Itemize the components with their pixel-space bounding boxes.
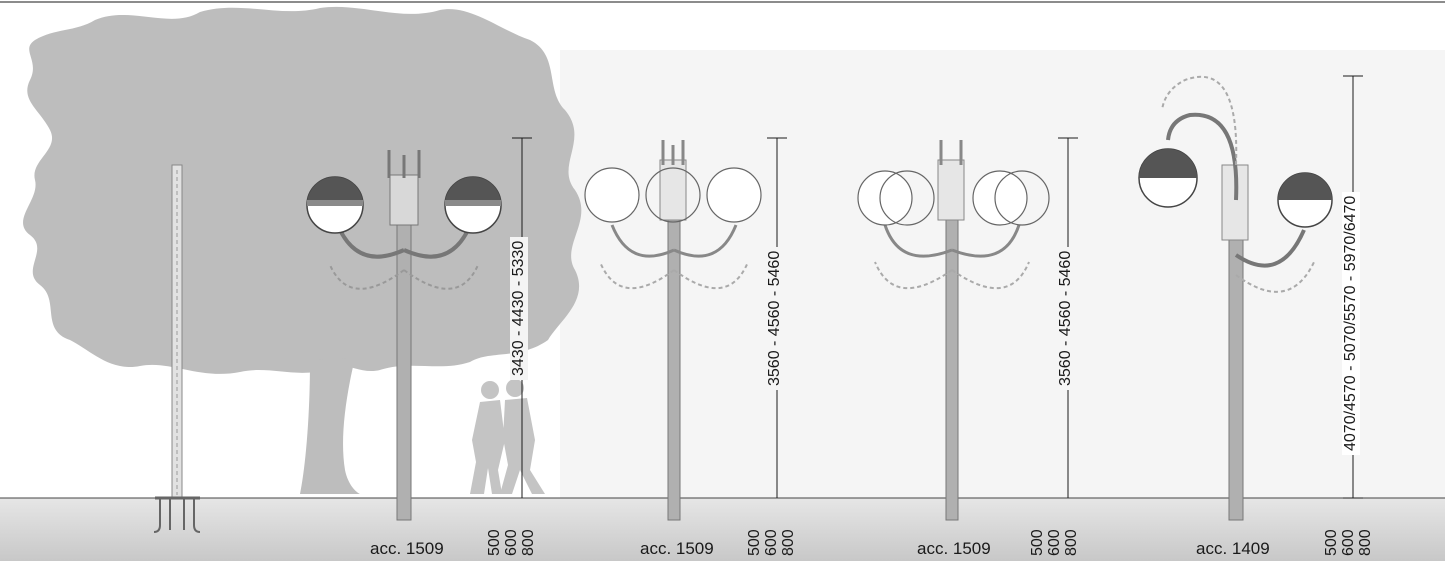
accessory-label-4: acc. 1409 (1196, 539, 1270, 558)
anchor-pole (153, 164, 201, 533)
background-panel (560, 50, 1445, 500)
depth-label-2-a: 500 (746, 529, 763, 556)
depth-label-4-a: 500 (1323, 529, 1340, 556)
tree-silhouette (23, 6, 582, 494)
depth-label-4-b: 600 (1340, 529, 1357, 556)
height-label-4: 4070/4570 - 5070/5570 - 5970/6470 (1342, 191, 1360, 455)
depth-label-4-c: 800 (1357, 529, 1374, 556)
accessory-label-1: acc. 1509 (370, 539, 444, 558)
height-label-3: 3560 - 4560 - 5460 (1057, 246, 1075, 390)
lamp-post-4 (1138, 75, 1333, 521)
people-silhouettes (470, 379, 545, 494)
accessory-label-3: acc. 1509 (917, 539, 991, 558)
depth-label-3-b: 600 (1046, 529, 1063, 556)
depth-label-2-c: 800 (780, 529, 797, 556)
lamp-post-3 (857, 140, 1050, 521)
depth-label-1-a: 500 (486, 529, 503, 556)
lamp-post-2 (584, 140, 762, 521)
height-label-1: 3430 - 4430 - 5330 (510, 236, 528, 380)
depth-label-1-b: 600 (503, 529, 520, 556)
ground (0, 498, 1445, 561)
height-label-2: 3560 - 4560 - 5460 (766, 246, 784, 390)
lamp-post-1 (306, 150, 502, 521)
depth-label-1-c: 800 (520, 529, 537, 556)
depth-label-3-a: 500 (1029, 529, 1046, 556)
depth-label-2-b: 600 (763, 529, 780, 556)
depth-label-3-c: 800 (1063, 529, 1080, 556)
accessory-label-2: acc. 1509 (640, 539, 714, 558)
